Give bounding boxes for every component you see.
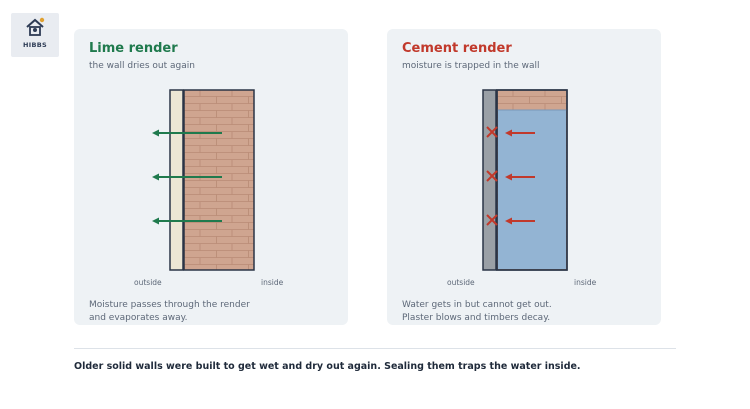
blocked-moisture-arrow — [505, 129, 535, 137]
lime-brick-wall — [183, 89, 255, 271]
blocked-moisture-arrow — [505, 173, 535, 181]
inside-label: inside — [574, 278, 597, 287]
cement-caption-line-2: Plaster blows and timbers decay. — [402, 313, 551, 323]
outside-label: outside — [134, 278, 162, 287]
blocked-moisture-arrow — [505, 217, 535, 225]
footer-summary: Older solid walls were built to get wet … — [74, 361, 581, 372]
cement-render-layer — [482, 89, 497, 271]
lime-render-panel: Lime render the wall dries out again — [74, 29, 348, 325]
blocked-cross-icon — [486, 126, 498, 138]
cement-panel-subtitle: moisture is trapped in the wall — [402, 61, 540, 71]
cement-caption-line-1: Water gets in but cannot get out. — [402, 300, 552, 310]
company-logo: HIBBS — [11, 13, 59, 57]
lime-panel-title: Lime render — [89, 41, 178, 56]
lime-render-layer — [169, 89, 184, 271]
house-logo-icon — [26, 17, 45, 36]
cement-panel-title: Cement render — [402, 41, 512, 56]
blocked-cross-icon — [486, 214, 498, 226]
moisture-arrow — [152, 129, 222, 137]
cement-wall-diagram — [482, 89, 568, 271]
moisture-arrow — [152, 173, 222, 181]
divider — [74, 348, 676, 349]
cement-render-panel: Cement render moisture is trapped in the… — [387, 29, 661, 325]
moisture-arrow — [152, 217, 222, 225]
lime-caption-line-2: and evaporates away. — [89, 313, 188, 323]
lime-caption: Moisture passes through the render and e… — [89, 299, 329, 325]
inside-label: inside — [261, 278, 284, 287]
logo-text: HIBBS — [23, 41, 47, 49]
trapped-water — [498, 110, 566, 269]
lime-wall-diagram — [152, 89, 255, 271]
cement-caption: Water gets in but cannot get out. Plaste… — [402, 299, 642, 325]
lime-caption-line-1: Moisture passes through the render — [89, 300, 250, 310]
outside-label: outside — [447, 278, 475, 287]
blocked-cross-icon — [486, 170, 498, 182]
lime-panel-subtitle: the wall dries out again — [89, 61, 195, 71]
